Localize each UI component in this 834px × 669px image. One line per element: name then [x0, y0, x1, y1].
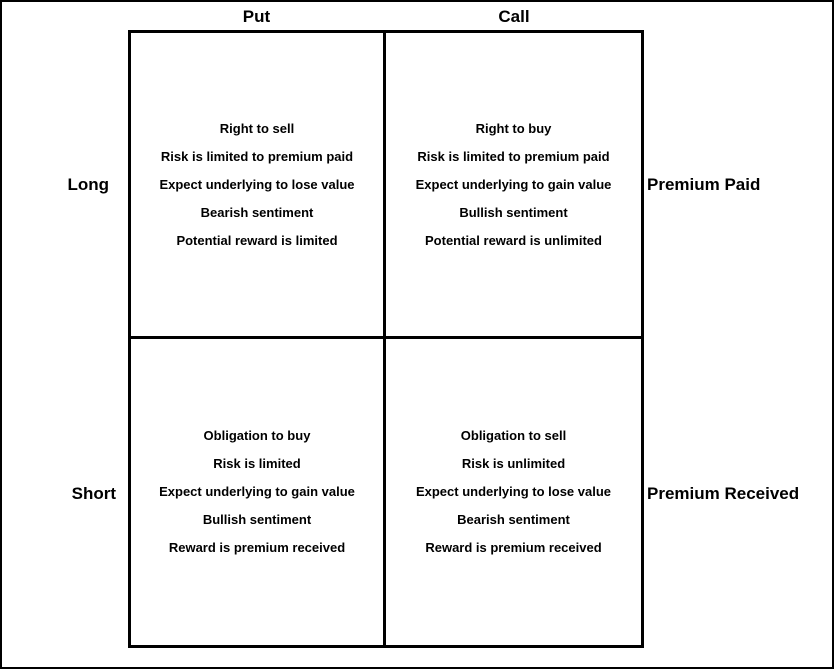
quadrant-text-line: Expect underlying to lose value	[415, 484, 612, 499]
quadrant-text-line: Right to sell	[219, 120, 295, 136]
column-header-put: Put	[242, 7, 271, 26]
quadrant-text-line: Obligation to sell	[460, 428, 567, 443]
quadrant-text-line: Risk is limited	[213, 456, 301, 471]
row-label-short: Short	[71, 484, 116, 503]
quadrant-text-line: Potential reward is unlimited	[425, 232, 602, 248]
quadrant-text-line: Bullish sentiment	[202, 512, 312, 527]
column-header-call: Call	[498, 7, 530, 26]
row-annotation-premium-paid: Premium Paid	[647, 175, 761, 194]
quadrant-text-line: Expect underlying to lose value	[159, 176, 355, 192]
quadrant-text-line: Bearish sentiment	[457, 512, 570, 527]
row-label-long: Long	[67, 175, 109, 194]
quadrant-text-line: Bearish sentiment	[200, 204, 314, 220]
quadrant-text-line: Reward is premium received	[168, 540, 346, 555]
quadrant-text-line: Potential reward is limited	[176, 232, 338, 248]
quadrant-text-line: Expect underlying to gain value	[159, 484, 355, 499]
row-annotation-premium-received: Premium Received	[647, 484, 800, 503]
quadrant-text-line: Expect underlying to gain value	[415, 176, 612, 192]
quadrant-text-line: Right to buy	[475, 120, 552, 136]
quadrant-text-line: Reward is premium received	[425, 540, 602, 555]
quadrant-text-line: Obligation to buy	[203, 428, 311, 443]
quadrant-text-line: Risk is unlimited	[461, 456, 566, 471]
quadrant-text-line: Risk is limited to premium paid	[417, 148, 610, 164]
quadrant-text-line: Bullish sentiment	[459, 204, 568, 220]
quadrant-text-line: Risk is limited to premium paid	[160, 148, 354, 164]
